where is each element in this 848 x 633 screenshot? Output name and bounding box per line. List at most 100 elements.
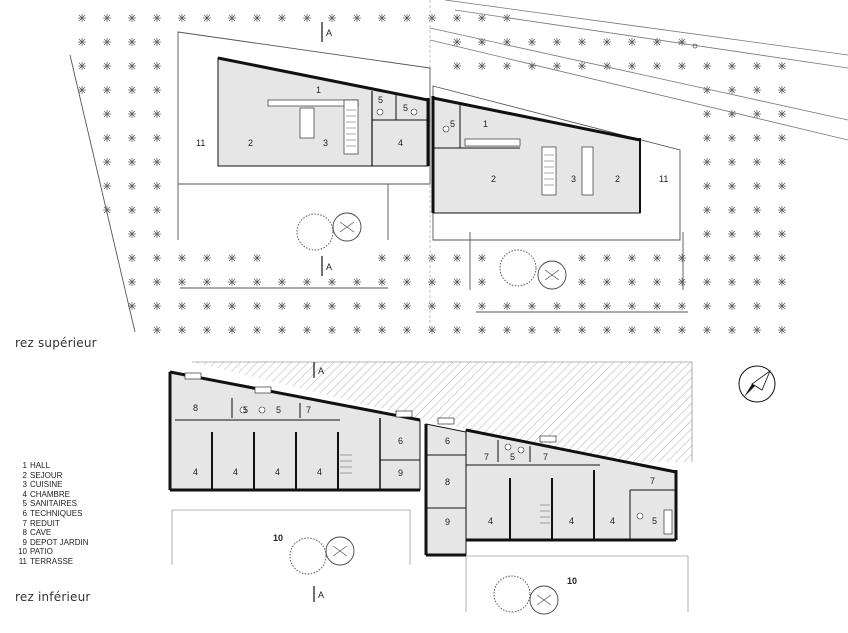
palm-icon [677, 37, 687, 47]
svg-text:11: 11 [659, 174, 668, 184]
svg-text:3: 3 [571, 174, 576, 184]
palm-icon [127, 13, 137, 23]
palm-icon [152, 229, 162, 239]
palm-icon [777, 109, 787, 119]
palm-icon [302, 13, 312, 23]
palm-icon [602, 325, 612, 335]
palm-icon [152, 61, 162, 71]
svg-text:4: 4 [398, 138, 403, 148]
palm-icon [577, 325, 587, 335]
svg-text:6: 6 [398, 436, 403, 446]
svg-text:11: 11 [196, 138, 205, 148]
svg-text:2: 2 [491, 174, 496, 184]
palm-icon [152, 13, 162, 23]
legend-label: PATIO [30, 547, 53, 557]
palm-icon [602, 253, 612, 263]
palm-icon [152, 205, 162, 215]
svg-text:8: 8 [445, 477, 450, 487]
palm-icon [127, 205, 137, 215]
svg-text:7: 7 [650, 476, 655, 486]
palm-icon [352, 13, 362, 23]
palm-icon [427, 253, 437, 263]
palm-icon [377, 301, 387, 311]
palm-icon [752, 205, 762, 215]
palm-icon [177, 301, 187, 311]
lower-level-plan: A A 8 5 5 7 4 4 4 4 6 9 6 8 9 7 5 7 4 4 [168, 361, 776, 615]
palm-icon [752, 301, 762, 311]
palm-icon [777, 85, 787, 95]
svg-text:6: 6 [445, 436, 450, 446]
palm-icon [777, 301, 787, 311]
palm-icon [202, 325, 212, 335]
palm-icon [477, 13, 487, 23]
palm-icon [127, 157, 137, 167]
palm-icon [702, 301, 712, 311]
upper-level-plan: A A 1 2 3 4 5 5 11 1 5 2 3 2 11 [69, 0, 848, 335]
palm-icon [252, 301, 262, 311]
palm-icon [227, 253, 237, 263]
svg-text:7: 7 [306, 405, 311, 415]
legend-number: 2 [22, 470, 27, 480]
palm-icon [102, 85, 112, 95]
legend-number: 7 [22, 518, 27, 528]
palm-icon [127, 277, 137, 287]
palm-icon [627, 325, 637, 335]
palm-icon [477, 253, 487, 263]
palm-icon [727, 133, 737, 143]
palm-icon [177, 277, 187, 287]
palm-icon [177, 13, 187, 23]
palm-icon [102, 13, 112, 23]
palm-icon [727, 229, 737, 239]
palm-icon [752, 253, 762, 263]
palm-icon [402, 301, 412, 311]
palm-icon [427, 277, 437, 287]
palm-icon [627, 37, 637, 47]
palm-icon [752, 157, 762, 167]
palm-icon [627, 61, 637, 71]
palm-icon [227, 277, 237, 287]
svg-text:5: 5 [378, 95, 383, 105]
lower-level-title: rez inférieur [15, 590, 91, 604]
palm-icon [427, 13, 437, 23]
palm-icon [477, 277, 487, 287]
palm-icon [127, 37, 137, 47]
palm-icon [552, 61, 562, 71]
palm-icon [752, 133, 762, 143]
palm-icon [327, 301, 337, 311]
svg-text:3: 3 [323, 138, 328, 148]
palm-icon [177, 325, 187, 335]
legend-label: CUISINE [30, 480, 63, 490]
palm-icon [302, 277, 312, 287]
svg-text:5: 5 [450, 119, 455, 129]
legend-label: DEPOT JARDIN [30, 537, 89, 547]
svg-text:9: 9 [398, 468, 403, 478]
palm-icon [752, 85, 762, 95]
palm-icon [202, 277, 212, 287]
palm-icon [727, 301, 737, 311]
palm-icon [127, 181, 137, 191]
palm-icon [652, 61, 662, 71]
palm-icon [152, 253, 162, 263]
palm-icon [352, 325, 362, 335]
palm-icon [427, 325, 437, 335]
palm-icon [702, 181, 712, 191]
palm-icon [527, 37, 537, 47]
palm-icon [727, 277, 737, 287]
palm-icon [402, 253, 412, 263]
palm-icon [77, 61, 87, 71]
palm-icon [502, 301, 512, 311]
svg-text:2: 2 [248, 138, 253, 148]
palm-icon [327, 13, 337, 23]
palm-icon [127, 85, 137, 95]
palm-icon [727, 181, 737, 191]
svg-text:4: 4 [233, 467, 238, 477]
svg-text:7: 7 [484, 452, 489, 462]
palm-icon [752, 277, 762, 287]
